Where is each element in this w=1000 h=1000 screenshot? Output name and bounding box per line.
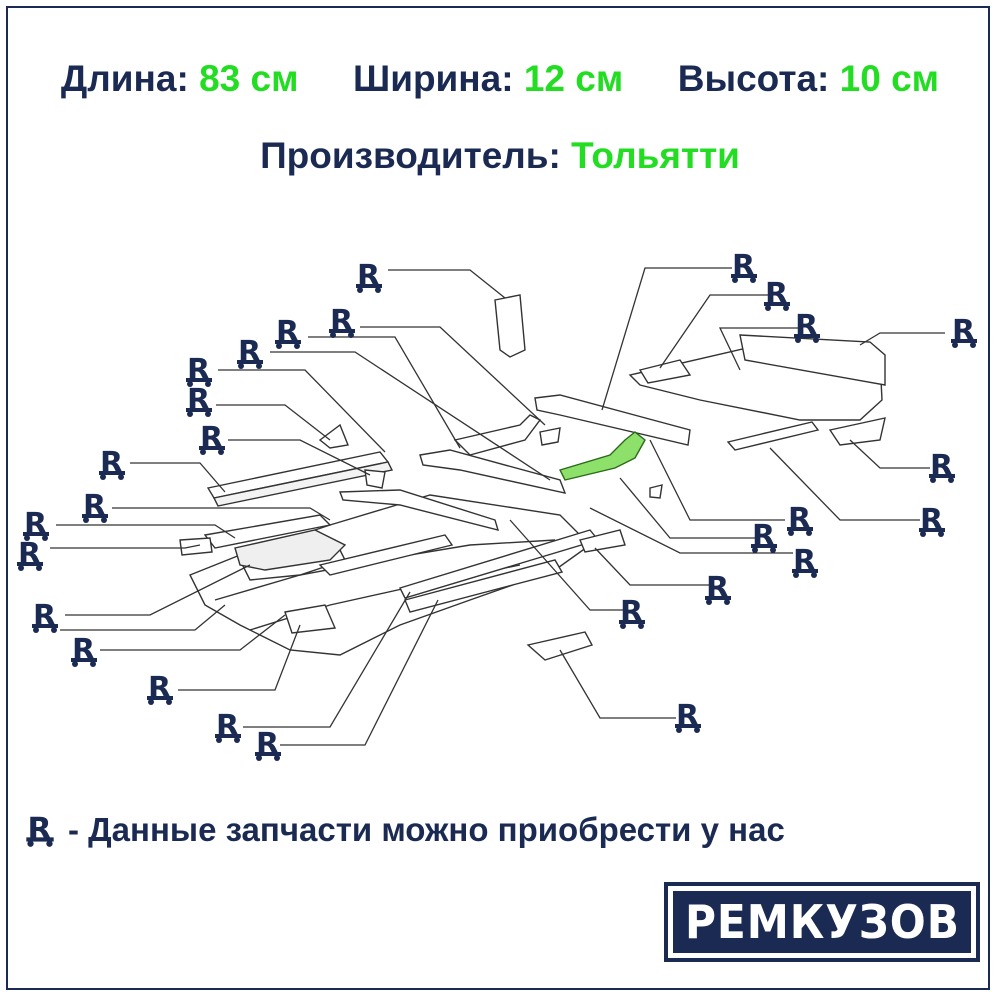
r-marker-icon <box>929 449 955 484</box>
r-marker-icon <box>792 544 818 579</box>
width-label: Ширина: <box>353 58 514 99</box>
legend-text: - Данные запчасти можно приобрести у нас <box>68 811 785 848</box>
r-marker-icon <box>794 309 820 344</box>
r-marker-icon <box>705 571 731 606</box>
r-marker-icon <box>675 699 701 734</box>
brand-logo-plate: РЕМКУЗОВ <box>673 891 971 953</box>
length-label: Длина: <box>60 58 189 99</box>
length-value: 83 см <box>199 58 299 99</box>
r-marker-icon <box>82 489 108 524</box>
height-label: Высота: <box>677 58 830 99</box>
leader-lines <box>50 267 945 746</box>
r-marker-icon <box>71 633 97 668</box>
page-frame <box>6 6 990 990</box>
r-marker-icon <box>731 249 757 284</box>
height-value: 10 см <box>839 58 940 99</box>
r-marker-icon <box>275 315 301 350</box>
r-marker-icon <box>99 446 125 481</box>
dimensions-line: Длина: 83 см Ширина: 12 см Высота: 10 см <box>0 58 1000 100</box>
r-marker-icon <box>255 727 281 762</box>
r-marker-icon <box>32 599 58 634</box>
highlighted-floor-part <box>559 431 646 481</box>
r-marker-icon <box>215 709 241 744</box>
r-marker-icon <box>186 383 212 418</box>
brand-logo-text: РЕМКУЗОВ <box>684 895 960 949</box>
r-marker-icon <box>764 277 790 312</box>
r-marker-icon <box>919 503 945 538</box>
floor-parts-drawing <box>179 294 886 661</box>
r-marker-icon <box>951 314 977 349</box>
r-marker-icon <box>329 304 355 339</box>
manufacturer-value: Тольятти <box>571 135 740 176</box>
r-marker-icon <box>199 421 225 456</box>
remkuzov-r-icon <box>26 811 54 848</box>
r-marker-icon <box>237 335 263 370</box>
manufacturer-line: Производитель: Тольятти <box>0 135 1000 177</box>
r-marker-icon <box>787 502 813 537</box>
r-marker-icon <box>17 537 43 572</box>
manufacturer-label: Производитель: <box>260 135 561 176</box>
r-marker-icon <box>751 519 777 554</box>
width-value: 12 см <box>523 58 624 99</box>
r-marker-icon <box>147 671 173 706</box>
brand-logo: РЕМКУЗОВ <box>664 882 980 962</box>
r-marker-icon <box>619 595 645 630</box>
legend: - Данные запчасти можно приобрести у нас <box>22 808 785 852</box>
r-marker-icon <box>356 259 382 294</box>
